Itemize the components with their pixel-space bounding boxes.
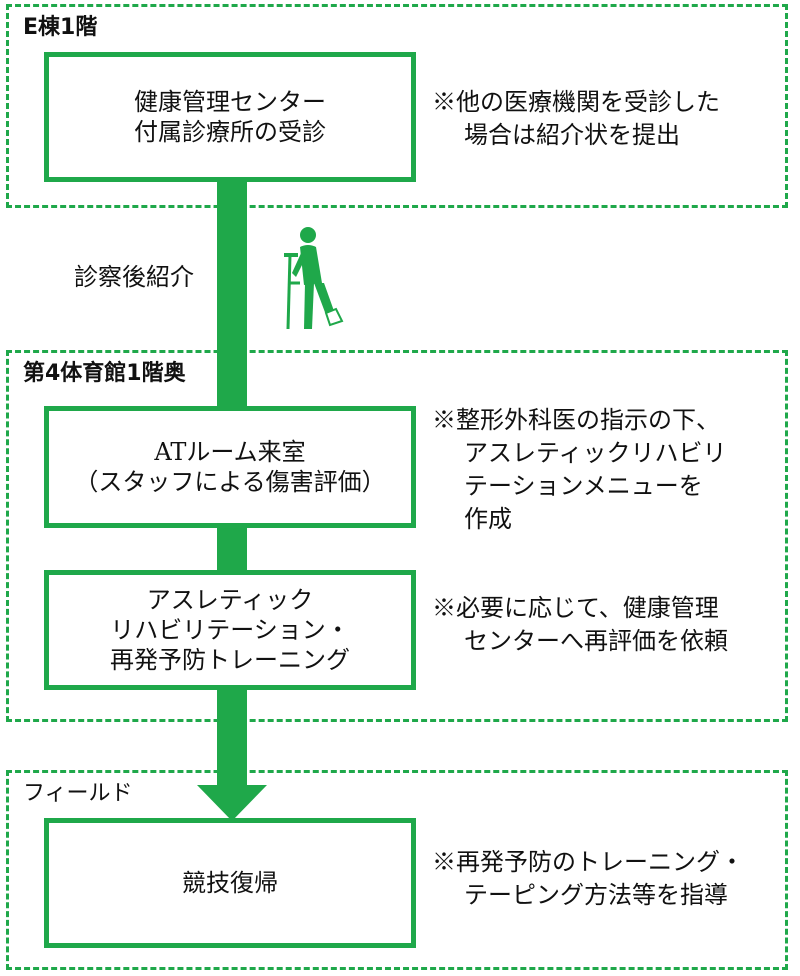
zone-label-e-building: E棟1階 (23, 15, 98, 40)
step-return: 競技復帰 (44, 818, 416, 948)
flow-arrow-head (197, 785, 267, 821)
note-rehab-line1: ※必要に応じて、健康管理 (432, 594, 719, 622)
step-at-room: ATルーム来室 （スタッフによる傷害評価） (44, 406, 416, 528)
note-rehab-line2: センターへ再評価を依頼 (464, 627, 728, 655)
note-at-room-line2: アスレティックリハビリ (464, 439, 727, 467)
note-at-room-line4: 作成 (464, 505, 512, 533)
note-consultation-line1: ※他の医療機関を受診した (432, 88, 720, 116)
step-rehab-line2: リハビリテーション・ (110, 616, 350, 644)
note-rehab: ※必要に応じて、健康管理 センターへ再評価を依頼 (432, 592, 782, 658)
note-consultation: ※他の医療機関を受診した 場合は紹介状を提出 (432, 86, 782, 152)
note-consultation-line2: 場合は紹介状を提出 (464, 121, 680, 149)
step-return-line1: 競技復帰 (182, 869, 278, 897)
zone-label-gym: 第4体育館1階奥 (23, 361, 186, 386)
note-return-line2: テーピング方法等を指導 (464, 881, 728, 909)
note-at-room: ※整形外科医の指示の下、 アスレティックリハビリ テーションメニューを 作成 (432, 404, 782, 536)
zone-gym: 第4体育館1階奥 (6, 350, 788, 722)
flow-connector-1 (217, 180, 247, 410)
step-consultation-line1: 健康管理センター (134, 88, 326, 116)
note-at-room-line3: テーションメニューを (464, 472, 703, 500)
flow-connector-3 (217, 686, 247, 790)
zone-e-building: E棟1階 (6, 4, 788, 208)
step-rehab-line1: アスレティック (146, 586, 314, 614)
person-with-crutch-icon (284, 227, 344, 330)
step-at-room-line1: ATルーム来室 (154, 438, 306, 466)
step-rehab: アスレティック リハビリテーション・ 再発予防トレーニング (44, 570, 416, 690)
step-consultation: 健康管理センター 付属診療所の受診 (44, 52, 416, 182)
note-return-line1: ※再発予防のトレーニング・ (432, 848, 744, 876)
step-consultation-line2: 付属診療所の受診 (134, 118, 326, 146)
referral-label: 診察後紹介 (74, 263, 194, 291)
note-return: ※再発予防のトレーニング・ テーピング方法等を指導 (432, 846, 782, 912)
step-rehab-line3: 再発予防トレーニング (110, 646, 350, 674)
zone-field: フィールド (6, 770, 788, 970)
zone-label-field: フィールド (23, 781, 133, 806)
note-at-room-line1: ※整形外科医の指示の下、 (432, 406, 720, 434)
flow-connector-2 (217, 525, 247, 575)
step-at-room-line2: （スタッフによる傷害評価） (74, 468, 386, 496)
